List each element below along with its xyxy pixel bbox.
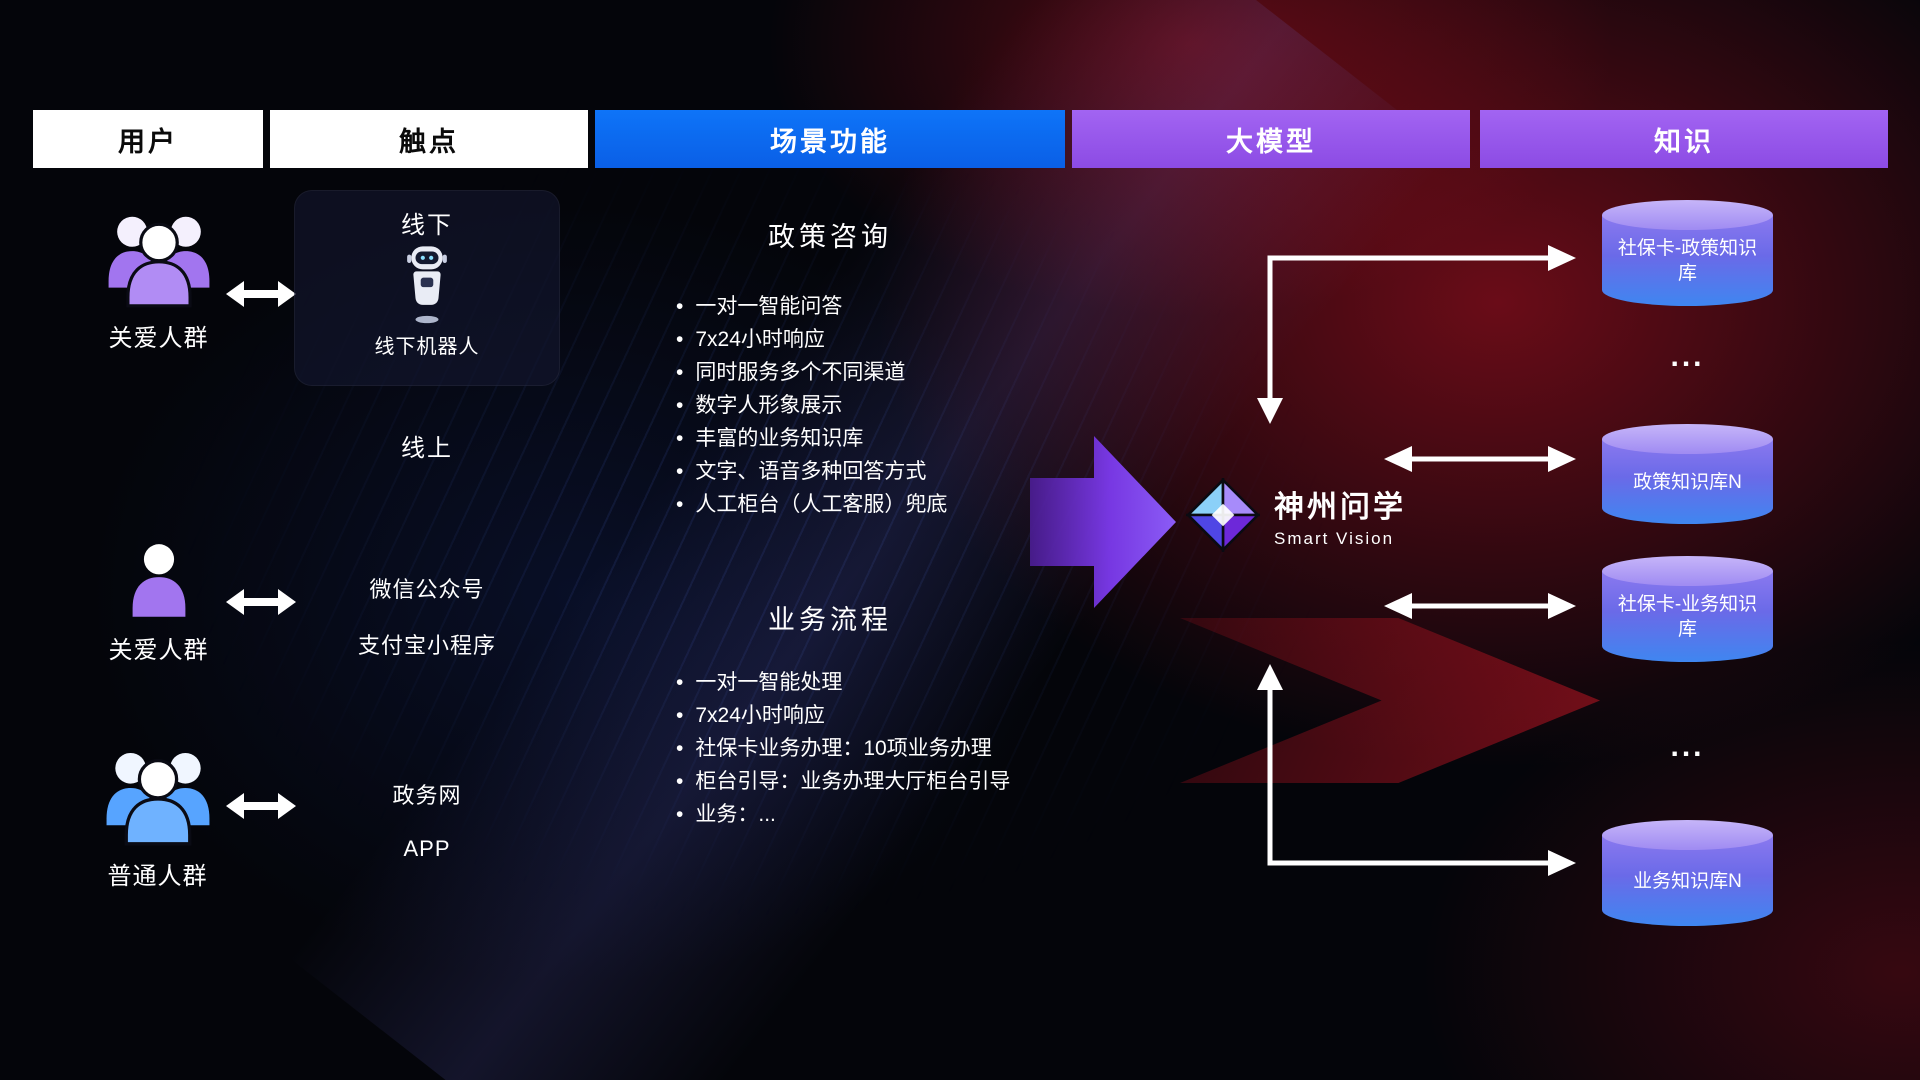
bullet-dot-icon: •: [676, 737, 684, 760]
header-model: 大模型: [1072, 110, 1470, 168]
bullet-text: 一对一智能处理: [695, 671, 843, 694]
scene-bullet: • 人工柜台（人工客服）兜底: [676, 488, 947, 521]
scene-bullet: • 一对一智能处理: [676, 666, 1010, 699]
bullet-text: 柜台引导：业务办理大厅柜台引导: [695, 770, 1011, 793]
kb-label: 社保卡-业务知识库: [1617, 594, 1758, 640]
bullet-text: 同时服务多个不同渠道: [695, 361, 906, 384]
cylinder-top: [1602, 200, 1773, 230]
bullet-text: 文字、语音多种回答方式: [695, 460, 927, 483]
cylinder-body: [1602, 835, 1773, 926]
channel-wechat: 微信公众号: [369, 577, 485, 602]
kb-cylinder-policy-n: 政策知识库N: [1602, 424, 1773, 524]
person-purple-icon: [132, 544, 185, 617]
header-user: 用户: [33, 110, 263, 168]
bullet-text: 丰富的业务知识库: [695, 427, 864, 450]
offline-touchpoint-card: 线下 线下机器人: [294, 190, 560, 386]
scene-bullet: • 业务：...: [676, 798, 1010, 831]
bullet-dot-icon: •: [676, 803, 684, 826]
bullet-text: 人工柜台（人工客服）兜底: [695, 493, 948, 516]
bullet-text: 社保卡业务办理：10项业务办理: [695, 737, 992, 760]
bullet-dot-icon: •: [676, 493, 684, 516]
scene-bullet: • 一对一智能问答: [676, 290, 947, 323]
cylinder-body: [1602, 215, 1773, 306]
header-knowledge: 知识: [1480, 110, 1888, 168]
scene-bullet: • 社保卡业务办理：10项业务办理: [676, 732, 1010, 765]
ellipsis-policy: ...: [1670, 340, 1705, 373]
scene-bullet: • 同时服务多个不同渠道: [676, 356, 947, 389]
bullet-text: 一对一智能问答: [695, 295, 843, 318]
cylinder-body: [1602, 571, 1773, 662]
model-name: 神州问学: [1274, 490, 1406, 524]
cylinder-top: [1602, 424, 1773, 454]
scene-title-business: 业务流程: [768, 605, 892, 635]
scene-bullet: • 丰富的业务知识库: [676, 422, 947, 455]
people-group-purple-icon: [108, 216, 209, 308]
bullet-dot-icon: •: [676, 394, 684, 417]
offline-title: 线下: [401, 212, 453, 239]
kb-cylinder-social-business: 社保卡-业务知识库: [1602, 556, 1773, 662]
scene-title-policy: 政策咨询: [768, 222, 892, 252]
channel-app: APP: [403, 836, 451, 861]
bullet-dot-icon: •: [676, 361, 684, 384]
scene-bullet: • 7x24小时响应: [676, 323, 947, 356]
double-arrow-icon: [226, 281, 296, 307]
bullet-text: 7x24小时响应: [695, 328, 825, 351]
double-arrow-icon: [226, 589, 296, 615]
bullet-dot-icon: •: [676, 671, 684, 694]
kb-label: 社保卡-政策知识库: [1617, 238, 1758, 284]
bullet-dot-icon: •: [676, 704, 684, 727]
user-group-label: 普通人群: [107, 863, 208, 890]
people-group-blue-icon: [106, 752, 209, 846]
cylinder-top: [1602, 820, 1773, 850]
user-group-label: 关爱人群: [108, 325, 209, 352]
bullet-dot-icon: •: [676, 427, 684, 450]
header-touchpoint: 触点: [270, 110, 588, 168]
kb-cylinder-business-n: 业务知识库N: [1602, 820, 1773, 926]
bullet-dot-icon: •: [676, 328, 684, 351]
scene-bullet: • 柜台引导：业务办理大厅柜台引导: [676, 765, 1010, 798]
header-scene: 场景功能: [595, 110, 1065, 168]
scene-bullets-business: • 一对一智能处理 • 7x24小时响应 • 社保卡业务办理：10项业务办理 • 柜台引导：业…: [676, 666, 1010, 831]
bullet-text: 7x24小时响应: [695, 704, 825, 727]
model-subtitle: Smart Vision: [1274, 528, 1395, 548]
double-arrow-icon: [226, 793, 296, 819]
online-title: 线上: [401, 435, 453, 462]
kb-label: 政策知识库N: [1633, 471, 1742, 493]
channel-gov-web: 政务网: [392, 783, 462, 808]
bullet-text: 数字人形象展示: [695, 394, 843, 417]
scene-bullet: • 数字人形象展示: [676, 389, 947, 422]
channel-alipay: 支付宝小程序: [357, 633, 496, 658]
kb-cylinder-social-policy: 社保卡-政策知识库: [1602, 200, 1773, 306]
scene-bullet: • 7x24小时响应: [676, 699, 1010, 732]
ellipsis-business: ...: [1670, 730, 1705, 763]
bullet-dot-icon: •: [676, 460, 684, 483]
bullet-dot-icon: •: [676, 295, 684, 318]
user-group-normal: 普通人群: [80, 742, 235, 891]
scene-bullet: • 文字、语音多种回答方式: [676, 455, 947, 488]
offline-robot-label: 线下机器人: [374, 336, 480, 358]
robot-icon: [407, 246, 447, 324]
cylinder-top: [1602, 556, 1773, 586]
user-group-care-1: 关爱人群: [86, 206, 231, 353]
bullet-text: 业务：...: [695, 803, 776, 826]
model-logo-block: 神州问学 Smart Vision: [1186, 478, 1406, 552]
kb-label: 业务知识库N: [1633, 870, 1742, 892]
gem-logo-icon: [1186, 478, 1260, 552]
scene-bullets-policy: • 一对一智能问答 • 7x24小时响应 • 同时服务多个不同渠道 • 数字人形象展示 • 丰富的…: [676, 290, 947, 521]
user-group-label: 关爱人群: [108, 637, 209, 664]
user-group-care-2: 关爱人群: [86, 540, 231, 665]
flow-arrow-icon: [1030, 436, 1176, 608]
bullet-dot-icon: •: [676, 770, 684, 793]
